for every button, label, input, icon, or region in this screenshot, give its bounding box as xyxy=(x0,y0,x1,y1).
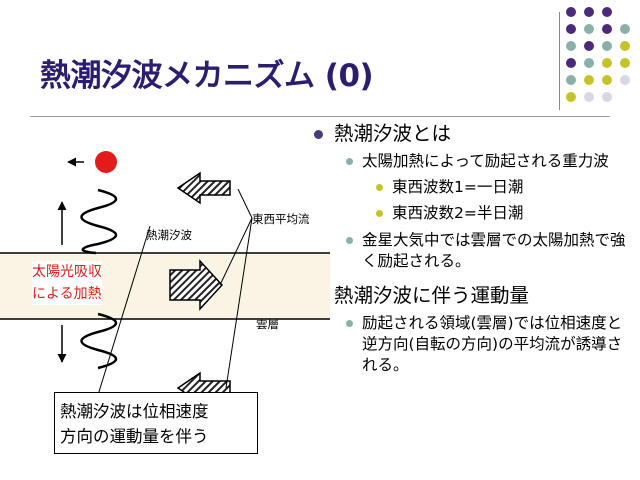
slide-title: 熱潮汐波メカニズム (0) xyxy=(40,58,374,94)
decor-dot xyxy=(566,58,576,68)
bullet-text: 金星大気中では雲層での太陽加熱で強く励起される。 xyxy=(362,231,626,270)
bullet-level1: 熱潮汐波に伴う運動量 xyxy=(312,283,637,309)
decor-dot xyxy=(620,41,630,51)
bullet-marker xyxy=(376,184,383,191)
decor-dot xyxy=(566,75,576,85)
bullet-marker xyxy=(346,158,353,165)
tide-wave-upper xyxy=(80,188,118,255)
tide-label-leader xyxy=(97,225,151,396)
bullet-marker xyxy=(346,320,353,327)
title-divider xyxy=(30,116,610,117)
bullet-text: 熱潮汐波に伴う運動量 xyxy=(334,284,530,307)
decor-dot xyxy=(602,41,612,51)
solar-heating-label-line1: 太陽光吸収 xyxy=(32,264,102,280)
westward-flow-arrow-upper xyxy=(176,171,231,205)
solar-heating-label-line2: による加熱 xyxy=(32,286,102,302)
summary-note-box: 熱潮汐波は位相速度 方向の運動量を伴う xyxy=(54,392,258,454)
bullet-marker xyxy=(314,130,323,139)
bullet-level2: 励起される領域(雲層)では位相速度と逆方向(自転の方向)の平均流が誘導される。 xyxy=(312,313,637,376)
mean-flow-label: 東西平均流 xyxy=(252,212,310,226)
bullet-marker xyxy=(346,237,353,244)
decor-dot xyxy=(620,58,630,68)
decor-dot xyxy=(584,41,594,51)
bullet-level1: 熱潮汐波とは xyxy=(312,121,637,147)
decor-dot xyxy=(602,24,612,34)
flow-label-leader-cloud xyxy=(219,217,253,286)
decor-dot xyxy=(566,92,576,102)
bullet-text: 東西波数1=一日潮 xyxy=(392,178,524,196)
bullet-text: 太陽加熱によって励起される重力波 xyxy=(362,152,609,170)
bullet-text: 励起される領域(雲層)では位相速度と逆方向(自転の方向)の平均流が誘導される。 xyxy=(362,314,623,374)
decor-dot xyxy=(584,7,594,17)
decor-dot xyxy=(620,24,630,34)
decor-dot xyxy=(566,24,576,34)
flow-label-leader-upper xyxy=(237,188,253,219)
decor-dot xyxy=(584,24,594,34)
sun-icon xyxy=(95,151,117,173)
bullet-level2: 金星大気中では雲層での太陽加熱で強く励起される。 xyxy=(312,230,637,272)
bullet-list: 熱潮汐波とは 太陽加熱によって励起される重力波 東西波数1=一日潮 東西波数2=… xyxy=(312,119,637,376)
decor-dot xyxy=(584,75,594,85)
cloud-layer-label: 雲層 xyxy=(256,317,279,331)
bullet-marker xyxy=(376,210,383,217)
tide-wave-label: 熱潮汐波 xyxy=(146,228,192,242)
decor-dot xyxy=(602,92,612,102)
decor-dot xyxy=(620,75,630,85)
decor-dot xyxy=(566,41,576,51)
decor-dot-grid xyxy=(566,7,640,117)
bullet-level3: 東西波数1=一日潮 xyxy=(312,177,637,198)
summary-note-line1: 熱潮汐波は位相速度 xyxy=(60,402,209,421)
decor-dot xyxy=(566,7,576,17)
decor-dot xyxy=(584,92,594,102)
bullet-level2: 太陽加熱によって励起される重力波 xyxy=(312,151,637,172)
summary-note-line2: 方向の運動量を伴う xyxy=(60,427,209,446)
bullet-text: 熱潮汐波とは xyxy=(334,122,452,145)
bullet-level3: 東西波数2=半日潮 xyxy=(312,203,637,224)
solar-heating-label: 太陽光吸収 による加熱 xyxy=(32,261,102,305)
decor-dot xyxy=(602,75,612,85)
bullet-text: 東西波数2=半日潮 xyxy=(392,204,524,222)
tide-wave-lower xyxy=(80,312,118,370)
decor-vertical-line xyxy=(559,12,560,110)
decor-dot xyxy=(602,58,612,68)
eastward-flow-arrow-cloud xyxy=(169,259,224,311)
decor-dot xyxy=(602,7,612,17)
flow-label-leader-lower xyxy=(225,217,253,389)
decor-dot xyxy=(584,58,594,68)
